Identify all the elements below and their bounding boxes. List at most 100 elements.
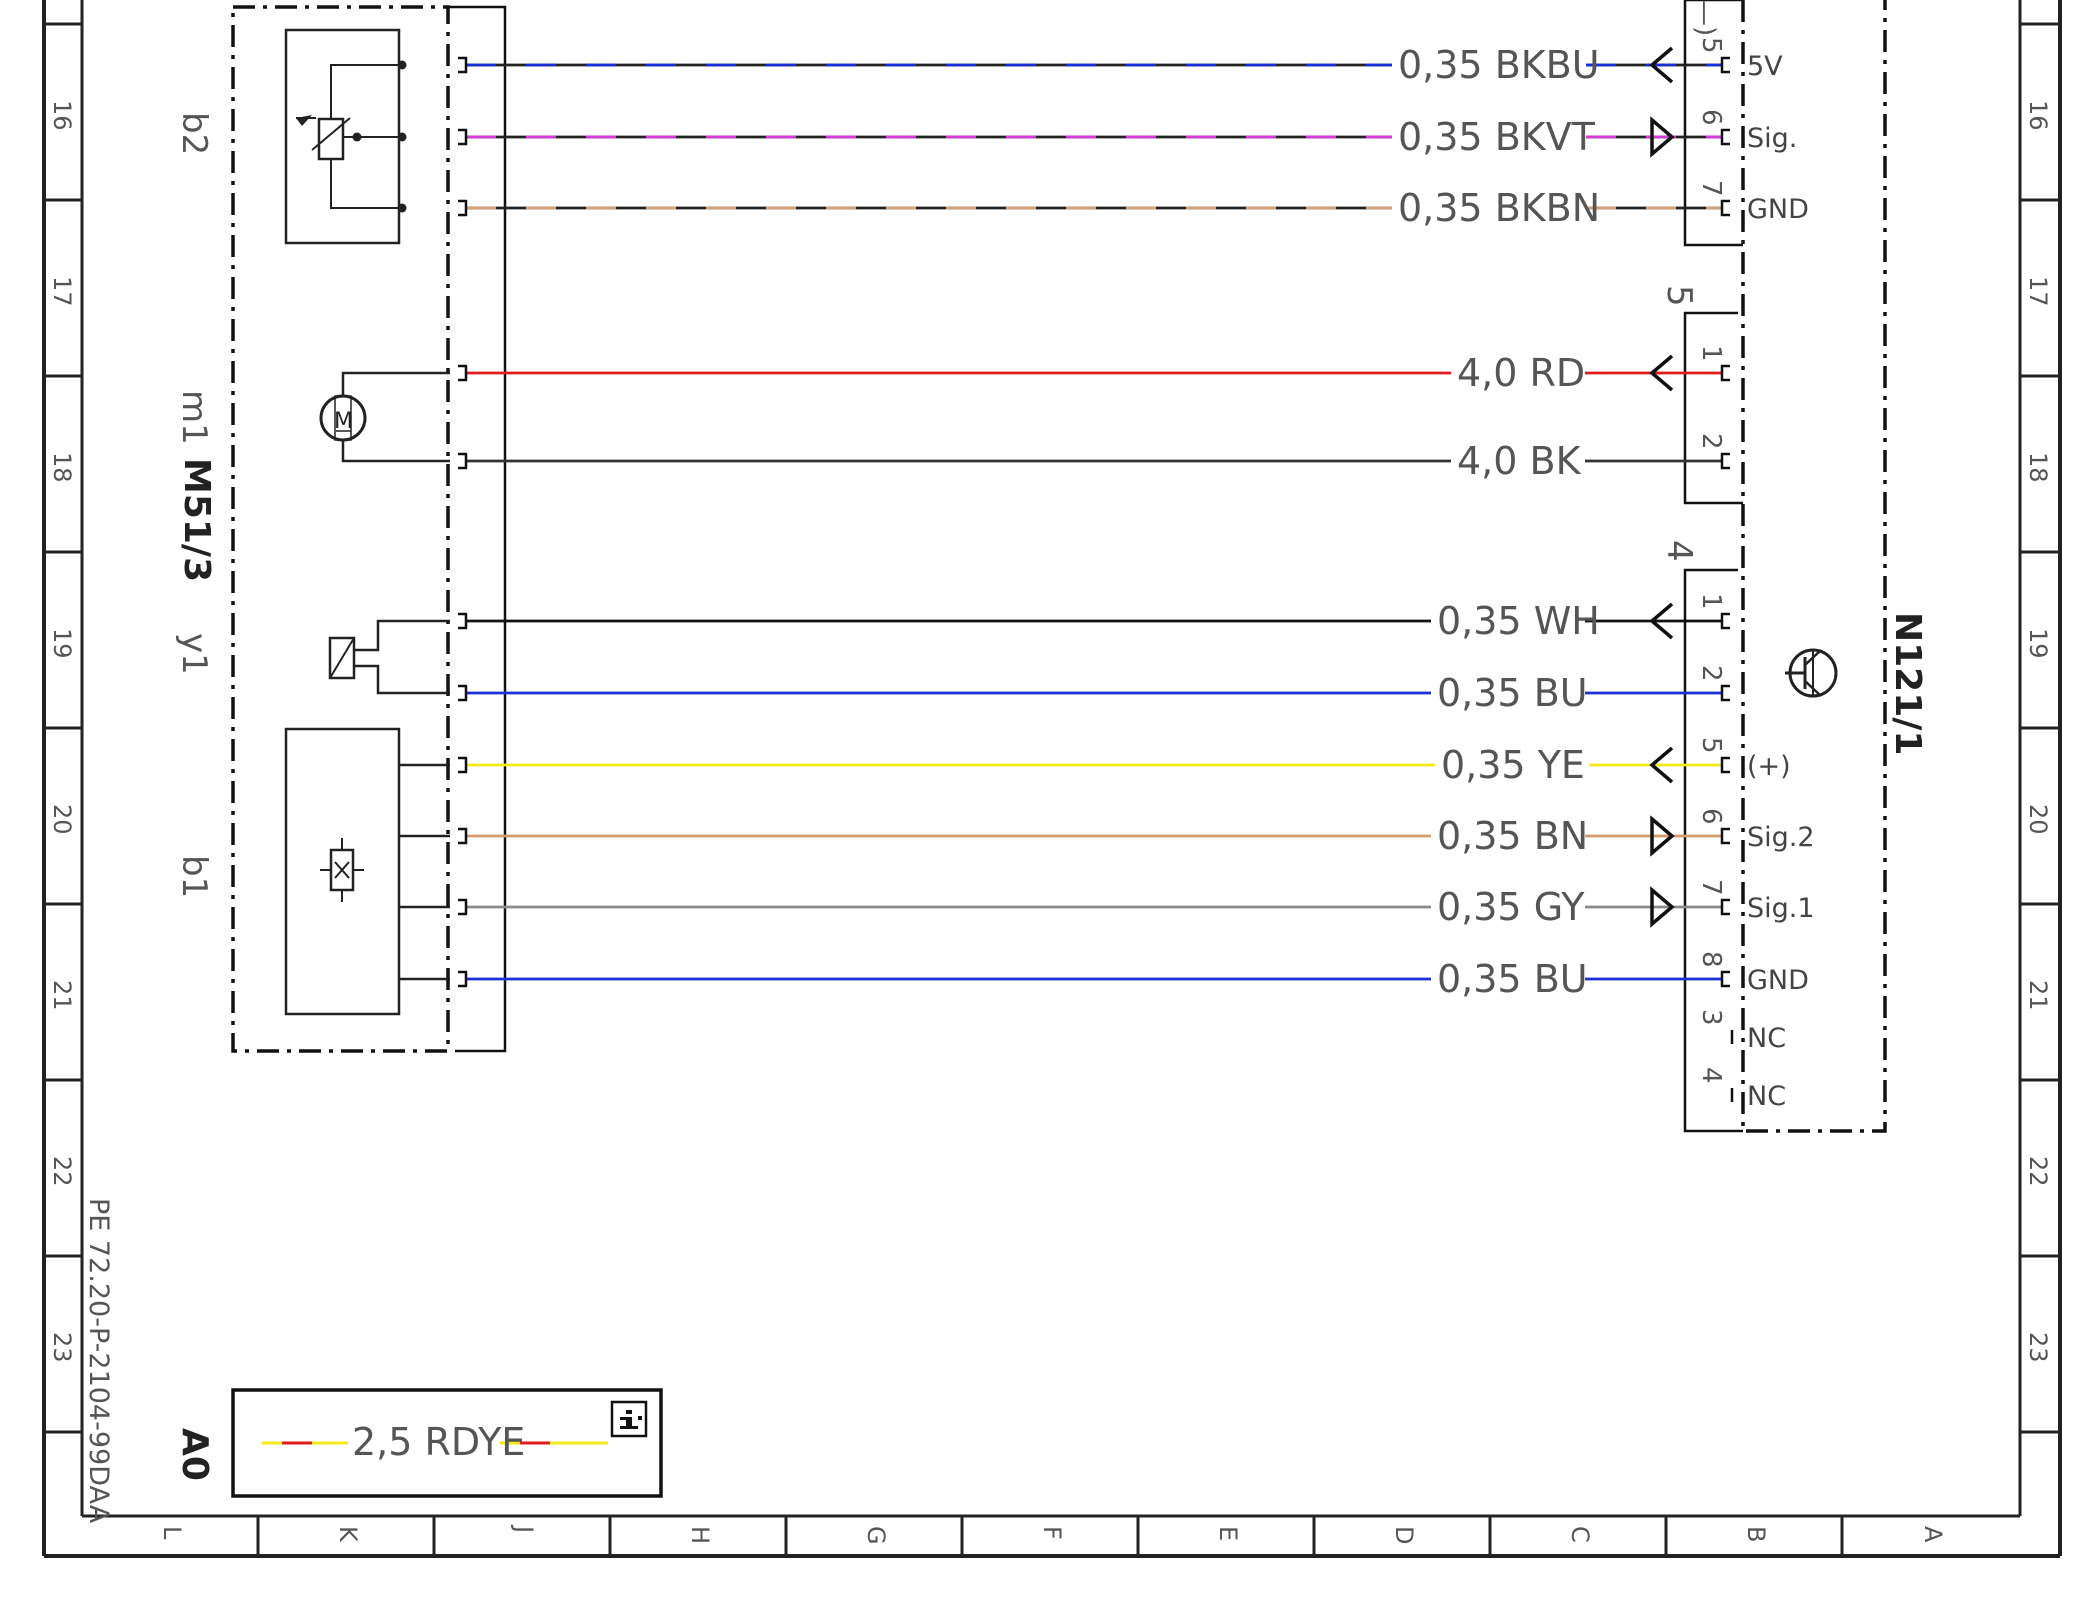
info-icon[interactable]	[610, 1400, 648, 1438]
wire-label: 0,35 BKBN	[1398, 186, 1600, 230]
wire-label: 0,35 BKBU	[1398, 43, 1600, 87]
pin-label: (+)	[1747, 751, 1791, 782]
component-m51-3-label: M51/3	[176, 458, 217, 582]
wire-label: 0,35 GY	[1437, 885, 1585, 929]
pin-label: 5V	[1747, 51, 1783, 82]
drawing-frame	[42, 0, 2062, 1558]
grid-col-label: E	[1214, 1526, 1242, 1541]
signal-direction-arrow	[1650, 116, 1675, 158]
wire-label: 0,35 BU	[1437, 957, 1588, 1001]
component-m51-3-connector-housing	[448, 5, 507, 1053]
grid-col-label: J	[510, 1524, 538, 1533]
svg-text:NC: NC	[1747, 1081, 1786, 1112]
wire-label: 0,35 BKVT	[1398, 115, 1596, 159]
wire-label: 0,35 BU	[1437, 671, 1588, 715]
pin-number: 5	[1696, 737, 1726, 754]
grid-col-label: H	[686, 1526, 714, 1544]
component-m51-3: M51/3 b2 M m1	[174, 5, 507, 1053]
grid-row-label-left: 21	[48, 980, 76, 1011]
pin-nc: 3NC	[1696, 1009, 1786, 1054]
b2-label: b2	[174, 112, 214, 155]
y1-label: y1	[174, 633, 214, 675]
pin-label: Sig.	[1747, 123, 1797, 154]
pin-number: 2	[1696, 433, 1726, 450]
wire[interactable]: 4,0 RD 1	[458, 345, 1730, 395]
grid-row-label-right: 17	[2024, 276, 2052, 307]
pin-number: 1	[1696, 345, 1726, 362]
connector-4-housing	[1683, 568, 1743, 1133]
pin-label: Sig.2	[1747, 822, 1815, 853]
legend-code: A0	[174, 1428, 215, 1481]
grid-row-label-left: 23	[48, 1332, 76, 1363]
grid-row-label-left: 16	[48, 100, 76, 131]
wire[interactable]: 4,0 BK 2	[458, 433, 1730, 483]
grid-col-label: K	[334, 1526, 362, 1543]
grid-row-label-right: 16	[2024, 100, 2052, 131]
grid-col-label: G	[862, 1526, 890, 1545]
b1-label: b1	[174, 855, 214, 898]
m1-label: m1	[174, 390, 214, 445]
signal-direction-arrow	[1649, 354, 1674, 392]
grid-row-label-left: 22	[48, 1156, 76, 1187]
wire-label: 4,0 RD	[1457, 351, 1585, 395]
signal-direction-arrow	[1649, 746, 1674, 784]
wire-label: 0,35 YE	[1441, 743, 1585, 787]
signal-direction-arrow	[1649, 602, 1674, 640]
wire-label: 0,35 BN	[1437, 814, 1588, 858]
transistor-icon	[1785, 648, 1838, 698]
grid-row-label-left: 19	[48, 628, 76, 659]
component-m51-3-boundary	[231, 5, 450, 1053]
wire[interactable]: 0,35 BU 2	[458, 665, 1730, 715]
wire[interactable]: 0,35 YE 5 (+)	[458, 737, 1791, 787]
svg-text:NC: NC	[1747, 1023, 1786, 1054]
grid-row-label-left: 20	[48, 804, 76, 835]
b1-hall-sensor[interactable]	[284, 727, 450, 1016]
pin-number: 5	[1696, 37, 1726, 54]
grid-row-label-right: 23	[2024, 1332, 2052, 1363]
pin-number: 6	[1696, 109, 1726, 126]
grid-row-label-left: 18	[48, 452, 76, 483]
y1-solenoid[interactable]	[328, 619, 450, 695]
legend-wire-label: 2,5 RDYE	[352, 1420, 525, 1464]
grid-row-label-right: 21	[2024, 980, 2052, 1011]
connector-4-number: 4	[1659, 540, 1699, 562]
grid-col-label: B	[1742, 1526, 1770, 1542]
connector-5a-partial: —)	[1690, 0, 1720, 36]
connector-5b-housing	[1683, 311, 1743, 505]
signal-direction-arrow	[1650, 815, 1675, 857]
pin-number: 7	[1696, 180, 1726, 197]
grid-row-label-right: 19	[2024, 628, 2052, 659]
pin-number: 2	[1696, 665, 1726, 682]
grid-row-label-left: 17	[48, 276, 76, 307]
pin-number: 8	[1696, 951, 1726, 968]
svg-text:4: 4	[1696, 1067, 1726, 1084]
document-id: PE 72.20-P-2104-99DAA	[83, 1198, 114, 1524]
pin-label: GND	[1747, 965, 1809, 996]
component-n121-1-label: N121/1	[1887, 612, 1928, 755]
wire[interactable]: 0,35 BKBU 5 5V	[458, 37, 1783, 87]
legend-box: A0 2,5 RDYE	[174, 1388, 663, 1498]
pin-nc: 4NC	[1696, 1067, 1786, 1112]
connector-5a-housing	[1683, 0, 1743, 247]
grid-col-label: D	[1390, 1526, 1418, 1544]
pin-number: 1	[1696, 593, 1726, 610]
signal-direction-arrow	[1649, 46, 1674, 84]
grid-col-label: C	[1566, 1526, 1594, 1543]
svg-text:3: 3	[1696, 1009, 1726, 1026]
signal-direction-arrow	[1650, 886, 1675, 928]
grid-col-label: L	[158, 1526, 186, 1540]
m1-motor[interactable]: M	[319, 371, 450, 463]
grid-row-label-right: 20	[2024, 804, 2052, 835]
component-n121-1: N121/1 5 4 —)	[1659, 0, 1928, 1133]
wire-label: 4,0 BK	[1457, 439, 1582, 483]
b2-potentiometer[interactable]	[284, 28, 407, 245]
